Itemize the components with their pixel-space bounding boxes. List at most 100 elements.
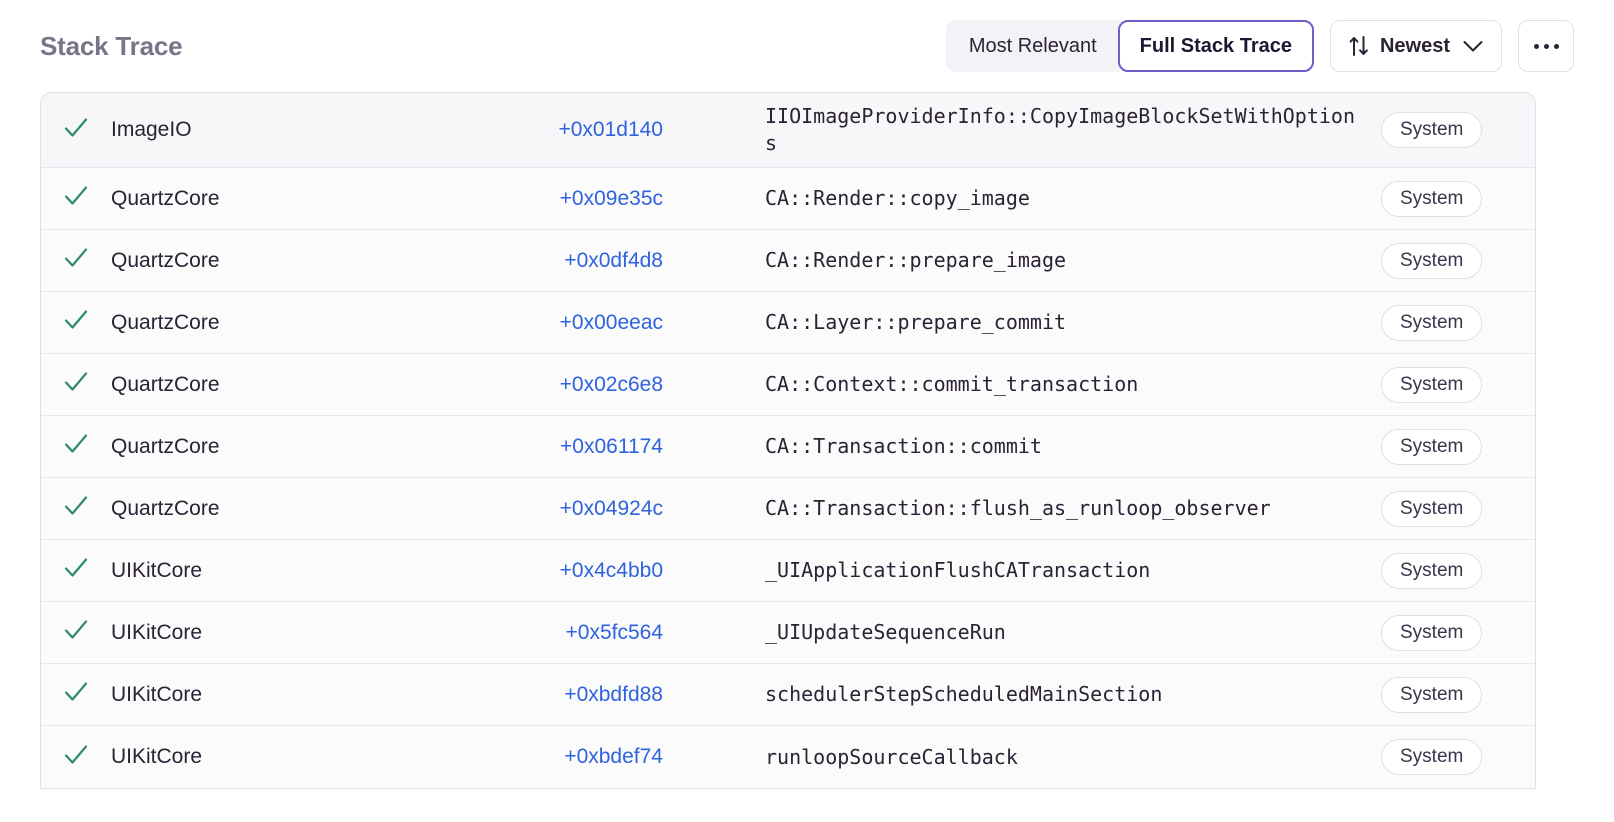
status-badge: System — [1381, 552, 1483, 589]
frame-badge-cell: System — [1375, 366, 1535, 403]
checkmark-icon — [63, 183, 89, 214]
header-actions: Most Relevant Full Stack Trace Newest — [945, 20, 1574, 72]
frame-badge-cell: System — [1375, 180, 1535, 217]
frame-offset-link[interactable]: +0xbdfd88 — [564, 682, 663, 706]
frame-package: QuartzCore — [111, 310, 220, 334]
frame-package: QuartzCore — [111, 496, 220, 520]
checkmark-icon — [63, 679, 89, 710]
frame-status-cell — [41, 617, 111, 648]
frame-function: CA::Render::prepare_image — [765, 248, 1067, 272]
checkmark-icon — [63, 431, 89, 462]
frame-badge-cell: System — [1375, 614, 1535, 651]
frame-function: CA::Render::copy_image — [765, 186, 1030, 210]
status-badge: System — [1381, 304, 1483, 341]
ellipsis-icon — [1543, 43, 1549, 49]
stack-trace-header: Stack Trace Most Relevant Full Stack Tra… — [0, 0, 1614, 92]
frame-badge-cell: System — [1375, 552, 1535, 589]
tab-full-stack-trace[interactable]: Full Stack Trace — [1117, 20, 1314, 72]
status-badge: System — [1381, 366, 1483, 403]
stack-trace-view-toggle[interactable]: Most Relevant Full Stack Trace — [945, 20, 1314, 72]
table-row[interactable]: ImageIO +0x01d140 IIOImageProviderInfo::Co… — [41, 93, 1535, 168]
frame-function: CA::Layer::prepare_commit — [765, 310, 1067, 334]
frame-status-cell — [41, 115, 111, 146]
frame-status-cell — [41, 369, 111, 400]
stack-frame-list: ImageIO +0x01d140 IIOImageProviderInfo::Co… — [40, 92, 1536, 789]
checkmark-icon — [63, 245, 89, 276]
checkmark-icon — [63, 555, 89, 586]
table-row[interactable]: QuartzCore +0x09e35c CA::Render::copy_imag… — [41, 168, 1535, 230]
frame-package: UIKitCore — [111, 620, 203, 644]
sort-arrows-icon — [1349, 35, 1369, 57]
frame-offset-link[interactable]: +0x0df4d8 — [564, 248, 663, 272]
chevron-down-icon — [1463, 40, 1483, 53]
frame-function: schedulerStepScheduledMainSection — [765, 682, 1163, 706]
frame-function: runloopSourceCallback — [765, 744, 1018, 769]
checkmark-icon — [63, 617, 89, 648]
frame-offset-link[interactable]: +0xbdef74 — [564, 745, 663, 768]
table-row[interactable]: QuartzCore +0x0df4d8 CA::Render::prepare_i… — [41, 230, 1535, 292]
status-badge: System — [1381, 242, 1483, 279]
checkmark-icon — [63, 115, 89, 146]
frame-offset-link[interactable]: +0x09e35c — [559, 186, 663, 210]
frame-offset-link[interactable]: +0x04924c — [559, 496, 663, 520]
frame-badge-cell: System — [1375, 490, 1535, 527]
frame-function: _UIUpdateSequenceRun — [765, 620, 1006, 644]
frame-offset-link[interactable]: +0x5fc564 — [565, 620, 664, 644]
ellipsis-icon — [1553, 43, 1559, 49]
tab-most-relevant[interactable]: Most Relevant — [945, 20, 1120, 72]
frame-status-cell — [41, 307, 111, 338]
frame-package: QuartzCore — [111, 186, 220, 210]
status-badge: System — [1381, 180, 1483, 217]
checkmark-icon — [63, 742, 89, 773]
status-badge: System — [1381, 490, 1483, 527]
table-row[interactable]: QuartzCore +0x02c6e8 CA::Context::commit_t… — [41, 354, 1535, 416]
frame-function: _UIApplicationFlushCATransaction — [765, 558, 1151, 582]
checkmark-icon — [63, 307, 89, 338]
checkmark-icon — [63, 369, 89, 400]
table-row[interactable]: UIKitCore +0x5fc564 _UIUpdateSequenceRun Sy… — [41, 602, 1535, 664]
frame-package: QuartzCore — [111, 248, 220, 272]
sort-button[interactable]: Newest — [1329, 20, 1502, 72]
frame-function: CA::Context::commit_transaction — [765, 372, 1139, 396]
table-row[interactable]: QuartzCore +0x04924c CA::Transaction::flus… — [41, 478, 1535, 540]
frame-status-cell — [41, 555, 111, 586]
checkmark-icon — [63, 493, 89, 524]
frame-function: CA::Transaction::flush_as_runloop_observ… — [765, 496, 1271, 520]
frame-status-cell — [41, 742, 111, 773]
frame-offset-link[interactable]: +0x01d140 — [558, 118, 663, 141]
frame-package: UIKitCore — [111, 558, 203, 582]
frame-status-cell — [41, 183, 111, 214]
status-badge: System — [1381, 428, 1483, 465]
status-badge: System — [1381, 676, 1483, 713]
table-row[interactable]: UIKitCore +0xbdef74 runloopSourceCallback S… — [41, 726, 1535, 788]
frame-package: ImageIO — [111, 118, 192, 141]
frame-function: IIOImageProviderInfo::CopyImageBlockSetW… — [765, 104, 1356, 155]
frame-badge-cell: System — [1375, 676, 1535, 713]
table-row[interactable]: UIKitCore +0xbdfd88 schedulerStepScheduled… — [41, 664, 1535, 726]
frame-badge-cell: System — [1375, 739, 1535, 775]
more-options-button[interactable] — [1518, 20, 1574, 72]
table-row[interactable]: QuartzCore +0x00eeac CA::Layer::prepare_co… — [41, 292, 1535, 354]
frame-offset-link[interactable]: +0x00eeac — [559, 310, 663, 334]
frame-function: CA::Transaction::commit — [765, 434, 1042, 458]
frame-badge-cell: System — [1375, 304, 1535, 341]
frame-package: UIKitCore — [111, 745, 203, 768]
frame-package: QuartzCore — [111, 372, 220, 396]
page-title: Stack Trace — [40, 30, 183, 61]
frame-status-cell — [41, 493, 111, 524]
table-row[interactable]: UIKitCore +0x4c4bb0 _UIApplicationFlushCAT… — [41, 540, 1535, 602]
frame-offset-link[interactable]: +0x02c6e8 — [559, 372, 663, 396]
status-badge: System — [1381, 739, 1483, 775]
ellipsis-icon — [1533, 43, 1539, 49]
frame-status-cell — [41, 431, 111, 462]
frame-package: UIKitCore — [111, 682, 203, 706]
status-badge: System — [1381, 112, 1483, 148]
frame-status-cell — [41, 245, 111, 276]
frame-badge-cell: System — [1375, 242, 1535, 279]
frame-offset-link[interactable]: +0x4c4bb0 — [559, 558, 663, 582]
frame-offset-link[interactable]: +0x061174 — [560, 434, 663, 458]
sort-label: Newest — [1379, 34, 1450, 57]
frame-badge-cell: System — [1375, 428, 1535, 465]
